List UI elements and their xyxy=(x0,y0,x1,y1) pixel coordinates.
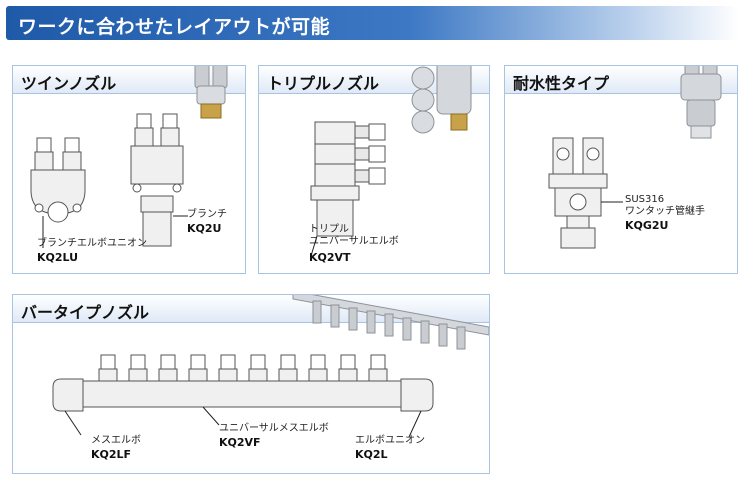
panel-header: バータイプノズル xyxy=(13,295,489,323)
kq2u-drawing xyxy=(130,113,188,247)
triple-nozzle-diagram xyxy=(310,66,472,257)
header-banner: ワークに合わせたレイアウトが可能 xyxy=(6,6,739,40)
twin-nozzle-diagram xyxy=(30,66,228,248)
twin-fitting-photo xyxy=(194,66,228,119)
label-kq2vf-name: ユニバーサルメスエルボ xyxy=(219,423,329,434)
panel-title-twin: ツインノズル xyxy=(21,74,117,93)
panel-twin-nozzle: ツインノズル xyxy=(12,65,246,274)
panel-triple-nozzle: トリプルノズル トリプル ユニバーサルエルボ KQ2VT xyxy=(258,65,490,274)
label-kqg2u-name-line1: SUS316 xyxy=(625,194,665,205)
label-kq2l-code: KQ2L xyxy=(355,448,388,461)
label-kq2vt-name-line2: ユニバーサルエルボ xyxy=(309,236,399,247)
panel-title-water: 耐水性タイプ xyxy=(513,74,610,93)
label-kq2lu-name: ブランチエルボユニオン xyxy=(37,238,147,249)
label-kqg2u-name-line2: ワンタッチ管継手 xyxy=(625,206,705,217)
label-kq2vt-code: KQ2VT xyxy=(309,251,351,264)
label-kq2lf-code: KQ2LF xyxy=(91,448,132,461)
bar-nozzle-diagram xyxy=(52,295,489,438)
panel-title-triple: トリプルノズル xyxy=(267,74,380,93)
panel-bar-nozzle: バータイプノズル xyxy=(12,294,490,474)
label-kq2vf-code: KQ2VF xyxy=(219,436,261,449)
label-kq2vt-name-line1: トリプル xyxy=(309,224,349,235)
bar-fitting-photo xyxy=(292,295,489,350)
kq2lu-drawing xyxy=(30,137,86,248)
kqg2u-drawing xyxy=(548,137,623,249)
label-kqg2u-code: KQG2U xyxy=(625,219,669,232)
label-kq2lf-name: メスエルボ xyxy=(91,435,141,446)
water-fitting-photo xyxy=(680,66,722,139)
panel-title-bar: バータイプノズル xyxy=(21,303,150,322)
panel-water-resistant: 耐水性タイプ SUS316 ワンタッチ管継手 KQG2U xyxy=(504,65,738,274)
bar-drawing xyxy=(52,354,434,438)
triple-fitting-photo xyxy=(411,66,472,134)
label-kq2u-code: KQ2U xyxy=(187,222,222,235)
label-kq2lu-code: KQ2LU xyxy=(37,251,79,264)
label-kq2l-name: エルボユニオン xyxy=(355,435,425,446)
water-resistant-diagram xyxy=(548,66,722,249)
page-title: ワークに合わせたレイアウトが可能 xyxy=(18,16,331,38)
label-kq2u-name: ブランチ xyxy=(187,209,227,220)
kq2vt-drawing xyxy=(310,121,386,257)
